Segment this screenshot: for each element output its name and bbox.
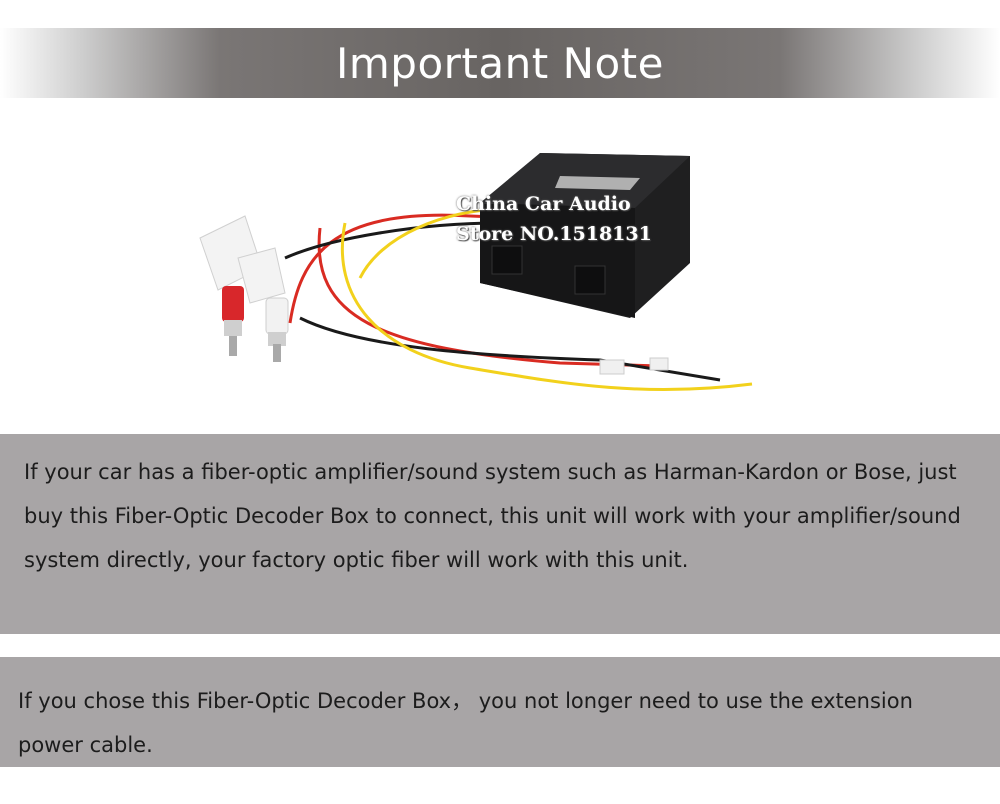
- note-text-1: If your car has a fiber-optic amplifier/…: [24, 460, 961, 572]
- yellow-wire: [340, 222, 753, 392]
- rca-red-plug: [222, 286, 244, 356]
- wire-tag: [599, 359, 625, 375]
- note-panel-2: If you chose this Fiber-Optic Decoder Bo…: [0, 657, 1000, 767]
- black-wire: [284, 221, 501, 260]
- rca-white-plug: [265, 297, 289, 362]
- black-wire-tail: [299, 316, 721, 382]
- decoder-box-illustration: [199, 153, 753, 392]
- note-text-2: If you chose this Fiber-Optic Decoder Bo…: [18, 689, 913, 757]
- product-image: China Car Audio Store NO.1518131: [0, 98, 1000, 434]
- decoder-box: [480, 153, 690, 318]
- watermark-line1: China Car Audio: [456, 193, 631, 215]
- cable-label-2: [237, 247, 286, 304]
- header-banner: Important Note: [0, 28, 1000, 98]
- wire-tag-2: [649, 357, 669, 371]
- watermark-line2: Store NO.1518131: [456, 223, 652, 245]
- red-wire: [288, 213, 521, 324]
- banner-title: Important Note: [336, 38, 664, 88]
- note-panel-1: If your car has a fiber-optic amplifier/…: [0, 434, 1000, 634]
